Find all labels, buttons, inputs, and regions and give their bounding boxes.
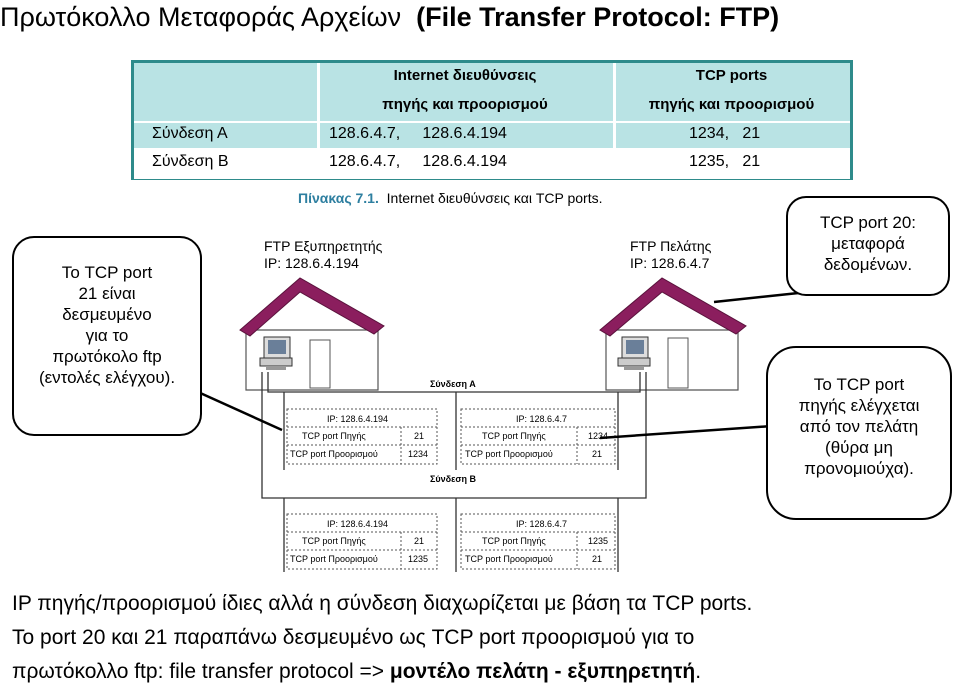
callout-line: μεταφορά	[831, 234, 905, 253]
row-b-name: Σύνδεση Β	[152, 153, 229, 170]
callout-line: TCP port 20:	[819, 213, 917, 232]
row-a-ports: 1234, 21	[689, 125, 761, 142]
bottom-line-3-end: .	[695, 660, 702, 683]
callout-line: για το	[85, 326, 129, 345]
conn-b-left-dst-label: TCP port Προορισμού	[290, 554, 378, 564]
callout-line: πηγής ελέγχεται	[798, 396, 920, 415]
title-main: Πρωτόκολλο Μεταφοράς Αρχείων	[0, 2, 402, 32]
row-b-ports: 1235, 21	[689, 153, 761, 170]
callout-pointer	[713, 290, 809, 304]
conn-b-left-src-label: TCP port Πηγής	[302, 536, 366, 546]
bottom-line-1: IP πηγής/προορισμού ίδιες αλλά η σύνδεση…	[12, 592, 753, 615]
conn-b-right-src: 1235	[588, 536, 608, 546]
computer-icon	[617, 336, 651, 370]
callout-line: (θύρα μη	[825, 438, 893, 457]
row-b-ips: 128.6.4.7, 128.6.4.194	[329, 153, 507, 170]
callout-line: Το TCP port	[813, 375, 905, 394]
conn-b-left-ip: IP: 128.6.4.194	[327, 519, 388, 529]
table-divider	[134, 148, 850, 151]
callout-line: Το TCP port	[61, 263, 153, 282]
callout-pointer	[599, 424, 773, 440]
address-table: Internet διευθύνσεις πηγής και προορισμο…	[131, 60, 853, 180]
callout-line: δεσμευμένο	[62, 305, 152, 324]
caption-text: Internet διευθύνσεις και TCP ports.	[386, 190, 603, 206]
conn-a-right-ip: IP: 128.6.4.7	[516, 414, 567, 424]
server-roof	[239, 277, 385, 337]
conn-a-left-src-label: TCP port Πηγής	[302, 431, 366, 441]
conn-b-right-dst-label: TCP port Προορισμού	[465, 554, 553, 564]
computer-icon	[259, 336, 293, 370]
table-header	[134, 63, 850, 121]
callout-line: δεδομένων.	[823, 255, 913, 274]
table-row	[134, 151, 850, 179]
client-roof	[599, 277, 747, 337]
header-ip-line1: Internet διευθύνσεις	[393, 67, 537, 84]
callout-line: 21 είναι	[78, 284, 136, 303]
callout-port-21: Το TCP port 21 είναι δεσμευμένο για το π…	[12, 236, 202, 436]
conn-a-left-dst: 1234	[408, 449, 428, 459]
table-divider	[613, 63, 616, 177]
header-ip-line2: πηγής και προορισμού	[382, 96, 548, 113]
client-house	[599, 277, 747, 391]
conn-a-right-dst-label: TCP port Προορισμού	[465, 449, 553, 459]
server-ip: IP: 128.6.4.194	[264, 255, 359, 271]
conn-b-right-ip: IP: 128.6.4.7	[516, 519, 567, 529]
callout-pointer	[197, 390, 283, 432]
conn-a-right-src-label: TCP port Πηγής	[482, 431, 546, 441]
callout-line: (εντολές ελέγχου).	[38, 368, 176, 387]
table-row	[134, 123, 850, 151]
conn-b-right-src-label: TCP port Πηγής	[482, 536, 546, 546]
header-tcp-line2: πηγής και προορισμού	[648, 96, 815, 113]
title-paren: (File Transfer Protocol: FTP)	[416, 2, 780, 32]
table-divider	[317, 63, 320, 177]
conn-b-right-dst: 21	[592, 554, 602, 564]
callout-port-20: TCP port 20: μεταφορά δεδομένων.	[786, 196, 950, 296]
packet-boxes	[286, 408, 616, 570]
conn-a-left-dst-label: TCP port Προορισμού	[290, 449, 378, 459]
conn-a-right-dst: 21	[592, 449, 602, 459]
header-tcp-line1: TCP ports	[695, 67, 768, 84]
callout-line: από τον πελάτη	[799, 417, 919, 436]
server-door	[309, 339, 331, 389]
callout-source-port: Το TCP port πηγής ελέγχεται από τον πελά…	[766, 346, 952, 520]
connection-b-label: Σύνδεση Β	[430, 474, 477, 484]
client-name: FTP Πελάτης	[630, 238, 712, 254]
callout-line: πρωτόκολο ftp	[52, 347, 162, 366]
client-door	[667, 337, 689, 389]
conn-b-left-dst: 1235	[408, 554, 428, 564]
bottom-line-3-bold: μοντέλο πελάτη - εξυπηρετητή	[389, 660, 696, 683]
server-name: FTP Εξυπηρετητής	[264, 238, 383, 254]
conn-a-right-src: 1234	[588, 431, 608, 441]
table-caption: Πίνακας 7.1. Internet διευθύνσεις και TC…	[298, 190, 602, 206]
conn-a-left-src: 21	[414, 431, 424, 441]
row-a-ips: 128.6.4.7, 128.6.4.194	[329, 125, 507, 142]
bottom-line-3: πρωτόκολλο ftp: file transfer protocol =…	[12, 660, 701, 684]
page-title: Πρωτόκολλο Μεταφοράς Αρχείων (File Trans…	[0, 2, 779, 33]
caption-label: Πίνακας 7.1.	[298, 190, 379, 206]
connection-a-label: Σύνδεση Α	[430, 379, 476, 389]
bottom-line-3-text: πρωτόκολλο ftp: file transfer protocol =…	[12, 660, 390, 683]
callout-line: προνομιούχα).	[804, 459, 914, 478]
conn-a-left-ip: IP: 128.6.4.194	[327, 414, 388, 424]
row-a-name: Σύνδεση Α	[152, 125, 228, 142]
bottom-line-2: Το port 20 και 21 παραπάνω δεσμευμένο ως…	[12, 626, 695, 649]
conn-b-left-src: 21	[414, 536, 424, 546]
client-ip: IP: 128.6.4.7	[630, 255, 710, 271]
